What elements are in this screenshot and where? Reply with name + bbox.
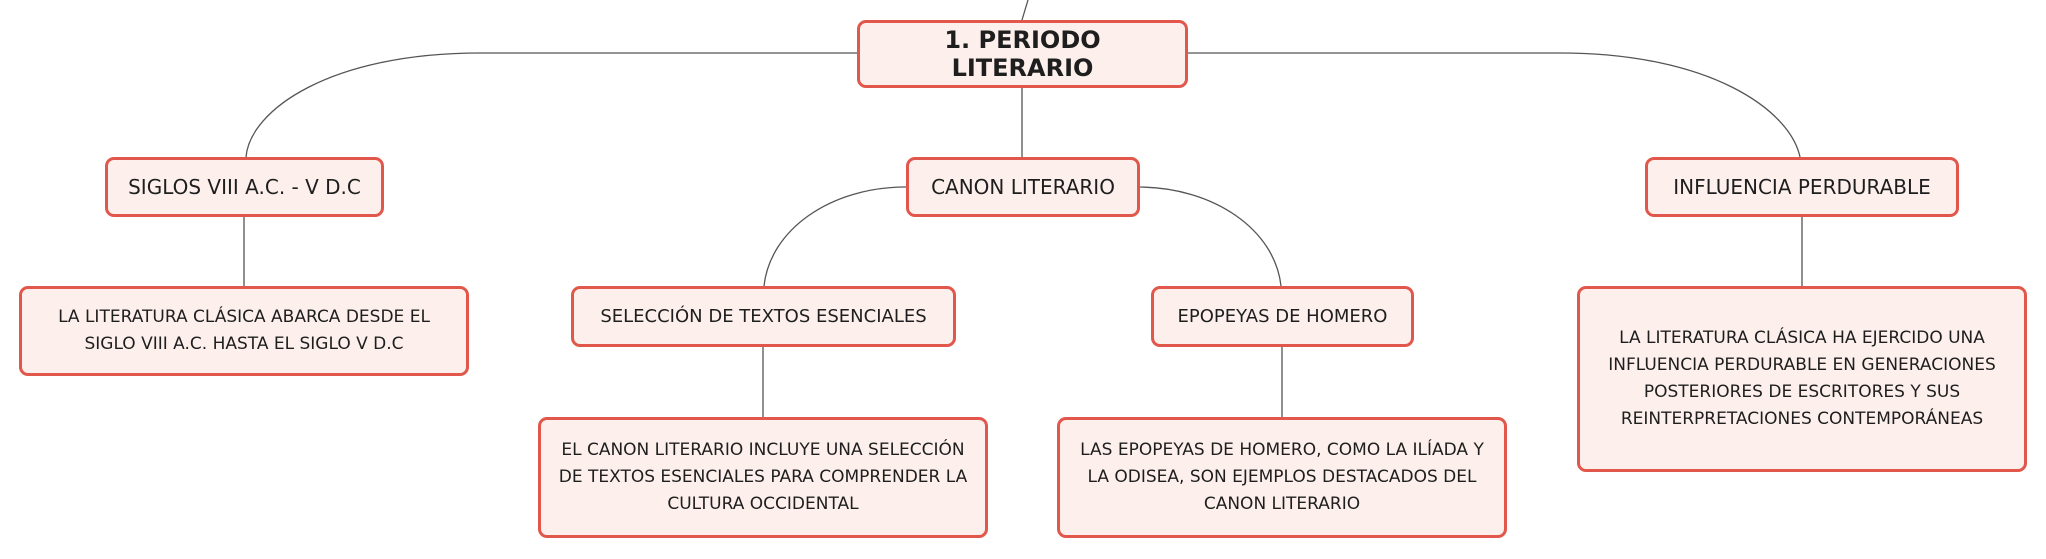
node-siglos-detail[interactable]: LA LITERATURA CLÁSICA ABARCA DESDE EL SI… (19, 286, 469, 376)
root-node[interactable]: 1. PERIODO LITERARIO (857, 20, 1188, 88)
node-influencia-perdurable[interactable]: INFLUENCIA PERDURABLE (1645, 157, 1959, 217)
connector-canon-to-seleccion (763, 186, 907, 287)
connector-canon-to-epopeyas (1137, 186, 1282, 287)
node-siglos[interactable]: SIGLOS VIII A.C. - V D.C (105, 157, 384, 217)
connector-root-to-influencia (1188, 52, 1801, 158)
connector-root-incoming (1021, 0, 1029, 21)
node-seleccion-detail[interactable]: EL CANON LITERARIO INCLUYE UNA SELECCIÓN… (538, 417, 988, 538)
node-seleccion-textos[interactable]: SELECCIÓN DE TEXTOS ESENCIALES (571, 286, 956, 347)
node-canon-literario[interactable]: CANON LITERARIO (906, 157, 1140, 217)
connector-root-to-siglos (245, 52, 857, 158)
node-epopeyas-detail[interactable]: LAS EPOPEYAS DE HOMERO, COMO LA ILÍADA Y… (1057, 417, 1507, 538)
node-influencia-detail[interactable]: LA LITERATURA CLÁSICA HA EJERCIDO UNA IN… (1577, 286, 2027, 472)
node-epopeyas-homero[interactable]: EPOPEYAS DE HOMERO (1151, 286, 1414, 347)
